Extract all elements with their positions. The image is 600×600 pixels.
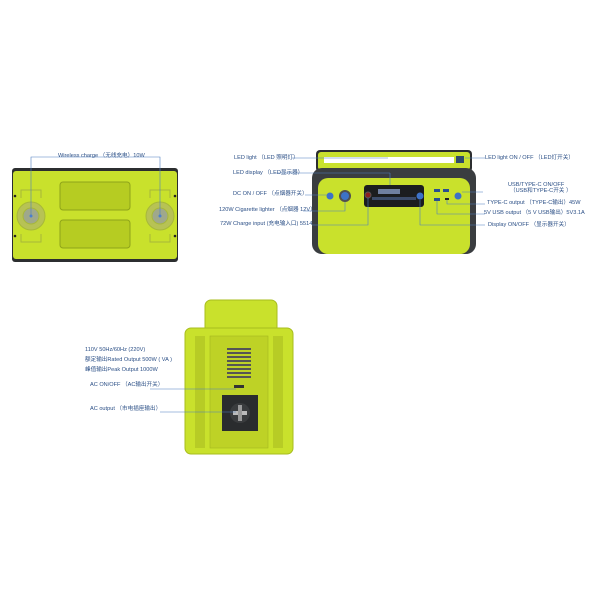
- led-display-label: LED display （LED显示器）: [233, 170, 304, 176]
- cigarette-lighter-label: 120W Cigarette lighter （点烟器 12V）: [219, 207, 316, 213]
- led-light-label: LED light （LED 照明灯）: [234, 155, 299, 161]
- rated-output-label: 额定输出Rated Output 500W ( VA ): [85, 357, 172, 363]
- usb-typec-onoff-label: USB/TYPE-C ON/OFF: [508, 182, 565, 188]
- front-view-device: [277, 150, 485, 254]
- top-view-device: [12, 156, 178, 262]
- dc-onoff-label: DC ON / OFF （点烟器开关）: [233, 191, 308, 197]
- ac-output-label: AC output （市电插座输出）: [90, 406, 162, 412]
- led-light-onoff-label: LED light ON / OFF （LED灯开关）: [485, 155, 574, 161]
- typec-output-label: TYPE-C output （TYPE-C输出）45W: [487, 200, 581, 206]
- charge-input-label: 72W Charge input (充电输入口) 5514: [220, 221, 313, 227]
- usb-typec-onoff-cn-label: （USB和TYPE-C开关 ）: [510, 188, 572, 194]
- display-onoff-label: Display ON/OFF （显示器开关）: [488, 222, 570, 228]
- side-view-device: [150, 299, 294, 455]
- voltage-spec-label: 110V 50Hz/60Hz (220V): [85, 347, 146, 353]
- ac-onoff-label: AC ON/OFF （AC输出开关）: [90, 382, 164, 388]
- wireless-charge-label: Wireless charge （无线充电）10W: [58, 153, 145, 159]
- usb-output-label: 5V USB output （5 V USB输出）5V3.1A: [484, 210, 585, 216]
- peak-output-label: 峰值输出Peak Output 1000W: [85, 367, 158, 373]
